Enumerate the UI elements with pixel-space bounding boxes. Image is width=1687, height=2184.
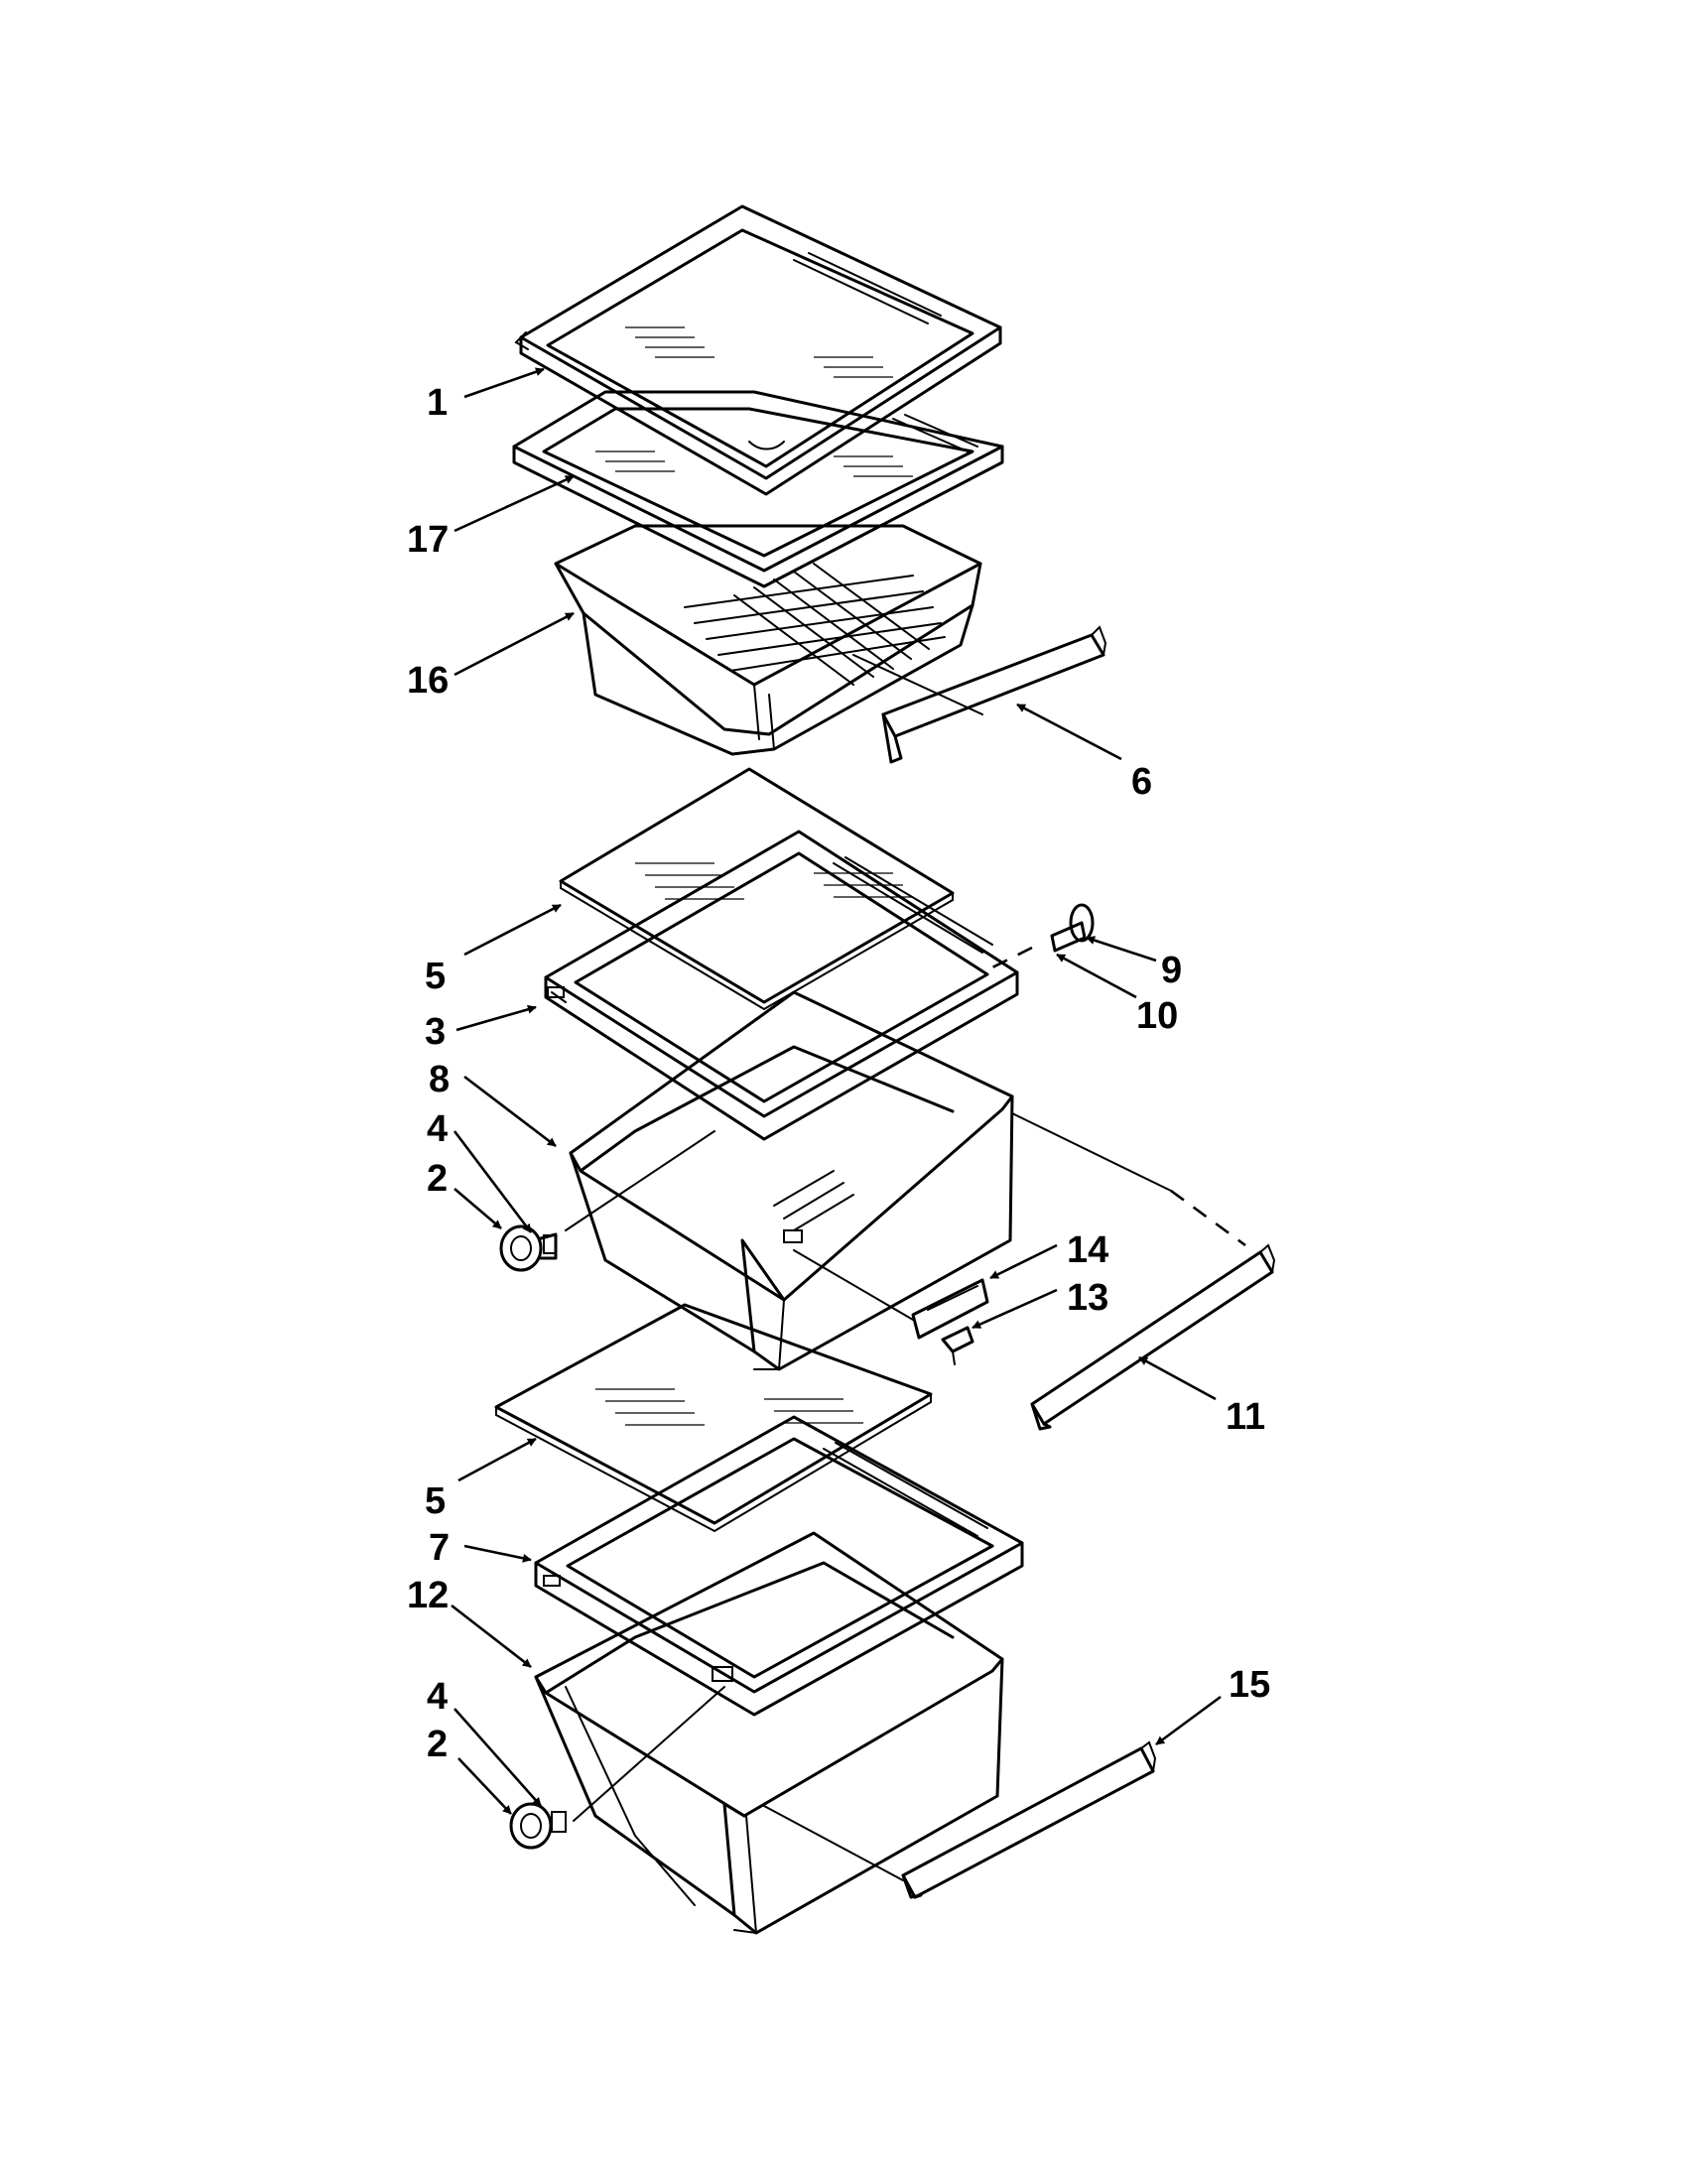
part-15-rail	[763, 1740, 1157, 1899]
part-5-lower-glass	[494, 1303, 933, 1533]
callout-2-lower: 2	[427, 1724, 448, 1765]
part-9-10-screw	[1050, 903, 1095, 953]
part-6-rail	[852, 625, 1107, 764]
part-11-rail	[793, 1243, 1276, 1431]
part-1-shelf-frame	[514, 204, 1002, 496]
callout-4-upper: 4	[427, 1108, 448, 1150]
callout-14: 14	[1067, 1229, 1108, 1271]
part-16-drawer	[554, 524, 982, 756]
part-13-clip	[941, 1326, 974, 1365]
part-7-crisper-frame	[534, 1415, 1024, 1717]
part-2-4-upper-fastener	[499, 1224, 558, 1272]
callout-leaders	[451, 367, 1222, 1815]
part-17-shelf-frame	[512, 390, 1004, 588]
callout-5-upper: 5	[425, 956, 446, 997]
callout-labels: 1 17 16 6 5 9 10 3 8 4 2 14 13 11 5 7 12…	[407, 382, 1270, 1765]
callout-8: 8	[429, 1059, 450, 1100]
callout-13: 13	[1067, 1277, 1108, 1319]
assembly-lines	[565, 946, 1246, 1822]
callout-1: 1	[427, 382, 448, 424]
callout-2-upper: 2	[427, 1158, 448, 1200]
callout-10: 10	[1136, 995, 1178, 1037]
callout-11: 11	[1226, 1396, 1265, 1438]
part-1-glass-hatch	[625, 326, 893, 378]
callout-5-lower: 5	[425, 1480, 446, 1522]
callout-17: 17	[407, 519, 449, 561]
part-14-clip	[911, 1278, 989, 1340]
part-17-glass-hatch	[595, 450, 913, 477]
part-12-crisper-drawer	[534, 1531, 1004, 1935]
callout-15: 15	[1229, 1664, 1270, 1706]
part-8-crisper-drawer	[569, 990, 1014, 1371]
callout-7: 7	[429, 1527, 450, 1569]
part-2-4-lower-fastener	[509, 1802, 567, 1850]
callout-4-lower: 4	[427, 1676, 448, 1718]
callout-9: 9	[1161, 950, 1182, 991]
part-5-upper-glass	[559, 767, 955, 1011]
part-3-crisper-frame	[544, 830, 1019, 1141]
callout-16: 16	[407, 660, 449, 702]
callout-3: 3	[425, 1011, 446, 1053]
callout-6: 6	[1131, 761, 1152, 803]
callout-12: 12	[407, 1575, 449, 1616]
